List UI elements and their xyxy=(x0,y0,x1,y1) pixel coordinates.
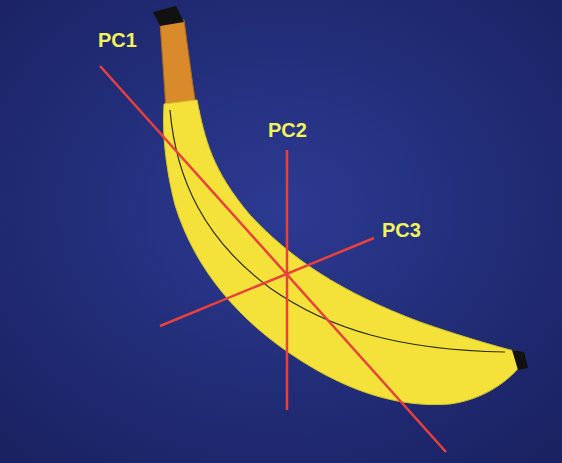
banana-tip xyxy=(512,350,528,370)
pc1-axis xyxy=(100,66,446,452)
banana-ridge xyxy=(170,110,505,352)
banana-stem xyxy=(160,20,196,110)
banana-body xyxy=(163,100,522,405)
pc3-axis xyxy=(160,238,374,326)
pc2-axis xyxy=(286,150,289,410)
axis-label: PC3 xyxy=(382,220,421,240)
axis-label: PC2 xyxy=(268,120,307,140)
stem-tip xyxy=(153,6,184,26)
axis-label: PC1 xyxy=(98,30,137,50)
